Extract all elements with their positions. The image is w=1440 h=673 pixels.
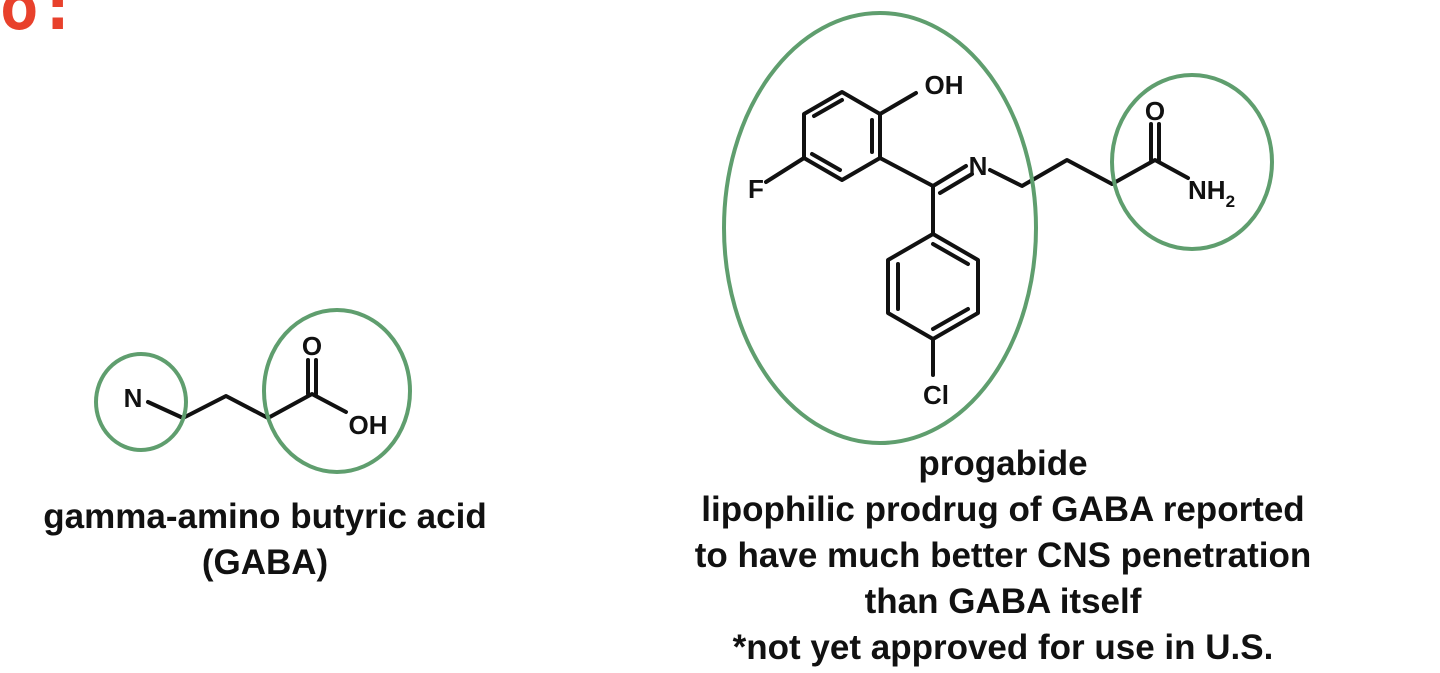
progabide-aryl-ellipse — [722, 11, 1038, 445]
phenol-ring — [802, 90, 882, 182]
progabide-n-label: N — [969, 151, 988, 181]
gaba-caption-line-2: (GABA) — [201, 543, 329, 582]
fragment-text: o: — [0, 0, 78, 45]
chlorophenyl-ring-inner-3 — [931, 307, 970, 331]
chlorophenyl-ring-inner-2 — [931, 242, 970, 266]
progabide-o-label: O — [1145, 96, 1165, 126]
gaba-oh-label: OH — [349, 410, 388, 440]
phenol-ring-inner-1 — [812, 98, 844, 118]
progabide-name: progabide — [918, 444, 1088, 483]
nh-label: NH — [1188, 175, 1226, 205]
gaba-chain — [146, 392, 348, 420]
progabide-chain — [988, 158, 1190, 188]
gaba-o-label: O — [302, 331, 322, 361]
progabide-caption-line-3: to have much better CNS penetration — [694, 536, 1312, 575]
gaba-acid-ellipse — [262, 308, 412, 474]
progabide-cl-label: Cl — [923, 380, 949, 410]
gaba-caption: gamma-amino butyric acid (GABA) — [15, 494, 515, 586]
chlorophenyl-ring — [886, 232, 980, 341]
f-bond — [764, 156, 806, 184]
progabide-caption: progabide lipophilic prodrug of GABA rep… — [630, 441, 1376, 671]
gaba-caption-line-1: gamma-amino butyric acid — [43, 497, 487, 536]
phenol-ring-inner-3 — [810, 152, 842, 172]
progabide-f-label: F — [748, 174, 764, 204]
nh2-subscript: 2 — [1226, 192, 1235, 211]
progabide-amide-ellipse — [1110, 73, 1274, 251]
highlight-ellipses — [94, 11, 1274, 474]
aryl-imine-bond — [878, 156, 935, 188]
gaba-n-label: N — [124, 383, 143, 413]
oh-bond — [878, 91, 918, 116]
progabide-caption-line-4: than GABA itself — [864, 582, 1142, 621]
bonds — [146, 90, 1190, 420]
atom-labels: N O OH OH F N O NH2 Cl — [124, 70, 1235, 440]
imine-bond-1 — [931, 164, 968, 188]
gaba-amine-ellipse — [94, 352, 188, 452]
progabide-caption-line-5: *not yet approved for use in U.S. — [732, 628, 1274, 667]
progabide-oh-label: OH — [925, 70, 964, 100]
imine-bond-2 — [938, 172, 974, 195]
progabide-caption-line-2: lipophilic prodrug of GABA reported — [701, 490, 1305, 529]
progabide-nh2-label: NH2 — [1188, 175, 1235, 211]
